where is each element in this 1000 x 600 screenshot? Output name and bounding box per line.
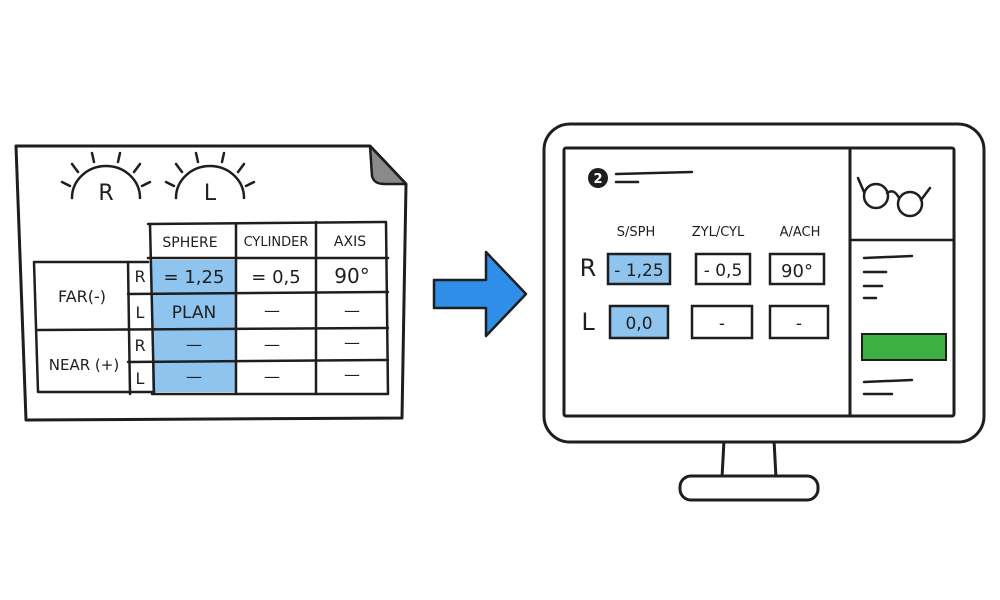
eye-right-letter: R [98, 181, 113, 206]
far-r-sphere: = 1,25 [164, 267, 225, 288]
far-l-cylinder: — [264, 301, 280, 320]
near-l-cylinder: — [264, 367, 280, 386]
sphere-highlight [152, 260, 236, 392]
right-arrow-icon [432, 250, 528, 338]
header-sphere: SPHERE [162, 235, 217, 251]
near-label: NEAR (+) [49, 356, 119, 374]
axis-l-value: - [796, 314, 802, 334]
header-axis: AXIS [334, 234, 366, 250]
sidebar-footer-placeholder [862, 378, 914, 396]
far-label: FAR(-) [58, 287, 106, 306]
far-l-axis: — [344, 301, 360, 320]
cyl-l-value: - [719, 314, 725, 334]
axis-r-value: 90° [781, 261, 813, 282]
header-cyl: ZYL/CYL [692, 225, 745, 240]
header-sph: S/SPH [617, 225, 656, 240]
axis-l-field[interactable] [768, 304, 830, 340]
step-badge [588, 168, 608, 188]
step-title-placeholder [614, 170, 694, 184]
prescription-paper: R L SPHERE CYLINDER AXIS FAR(-) NEAR [14, 144, 408, 422]
monitor-neck [720, 438, 778, 480]
step-indicator: 2 [588, 168, 694, 188]
cyl-l-field[interactable] [690, 304, 754, 340]
far-r-eye: R [134, 267, 145, 286]
far-l-eye: L [136, 303, 145, 322]
sidebar-text-placeholder [862, 254, 914, 300]
near-r-eye: R [134, 336, 145, 355]
header-axis-monitor: A/ACH [780, 225, 821, 240]
prescription-table-grid [32, 220, 390, 396]
cyl-r-field[interactable] [694, 252, 752, 286]
near-l-eye: L [136, 369, 145, 388]
row-r-eye: R [580, 254, 597, 282]
monitor: 2 S/SPH ZYL/CYL A/ACH R - 1,25 - 0,5 90°… [542, 122, 986, 502]
sph-r-value: - 1,25 [614, 261, 663, 281]
sph-l-value: 0,0 [625, 314, 652, 334]
near-r-cylinder: — [264, 335, 280, 354]
eye-left-letter: L [204, 181, 217, 206]
eye-dial-right: R [60, 151, 152, 206]
step-number: 2 [593, 172, 602, 187]
near-l-axis: — [344, 365, 360, 384]
sph-r-field[interactable] [606, 252, 672, 286]
glasses-icon [856, 176, 932, 218]
page-fold [368, 144, 408, 186]
far-r-axis: 90° [334, 264, 369, 288]
near-r-sphere: — [186, 335, 202, 354]
near-r-axis: — [344, 333, 360, 352]
far-l-sphere: PLAN [172, 303, 216, 323]
header-cylinder: CYLINDER [244, 235, 309, 250]
near-l-sphere: — [186, 367, 202, 386]
sph-l-field[interactable] [608, 304, 670, 340]
monitor-screen [562, 146, 956, 418]
cyl-r-value: - 0,5 [704, 261, 743, 281]
confirm-button[interactable] [861, 333, 947, 361]
monitor-base [678, 474, 820, 502]
paper-sheet [14, 144, 408, 422]
eye-dial-left: L [164, 151, 256, 206]
row-l-eye: L [581, 308, 595, 336]
far-r-cylinder: = 0,5 [251, 267, 300, 288]
axis-r-field[interactable] [768, 252, 826, 286]
